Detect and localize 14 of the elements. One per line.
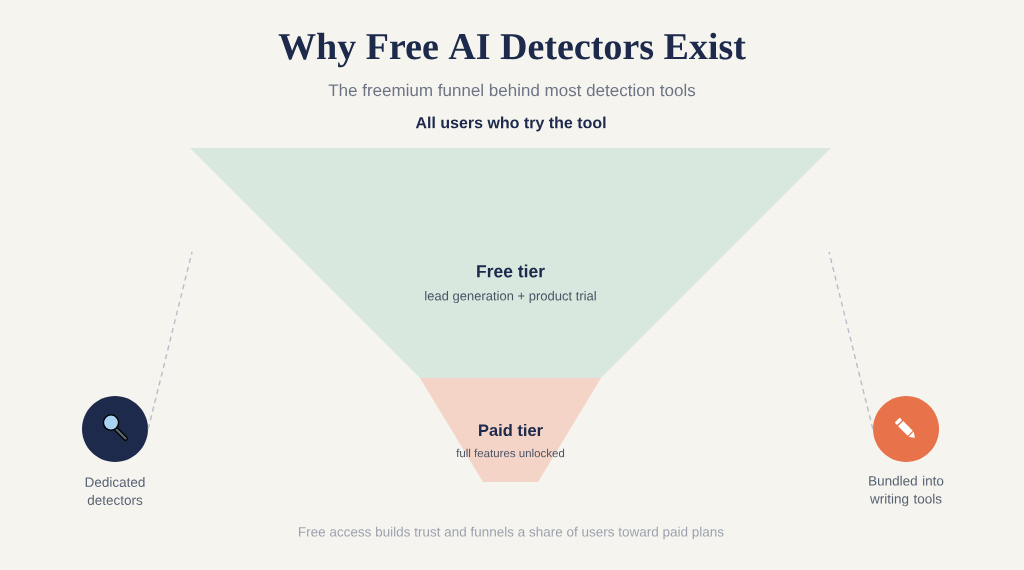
title: Why Free AI Detectors Exist	[278, 32, 746, 68]
tier-heading: Paid tier	[479, 423, 543, 437]
subtitle: The freemium funnel behind most detection tools	[328, 83, 696, 97]
tier-description: full features unlocked	[456, 448, 565, 458]
funnel-segment	[190, 148, 831, 378]
tier-heading: Free tier	[477, 264, 545, 278]
dashed-line	[147, 251, 193, 430]
section-heading: All users who try the tool	[415, 116, 606, 132]
dashed-line	[828, 251, 874, 430]
caption: Free access builds trust and funnels a share of users toward paid plans	[299, 526, 724, 540]
icon-caption: Bundled into writing tools	[869, 475, 944, 507]
icon-caption: Dedicated detectors	[85, 477, 145, 505]
tier-description: lead generation + product trial	[425, 290, 596, 304]
funnel-segment	[420, 378, 601, 482]
